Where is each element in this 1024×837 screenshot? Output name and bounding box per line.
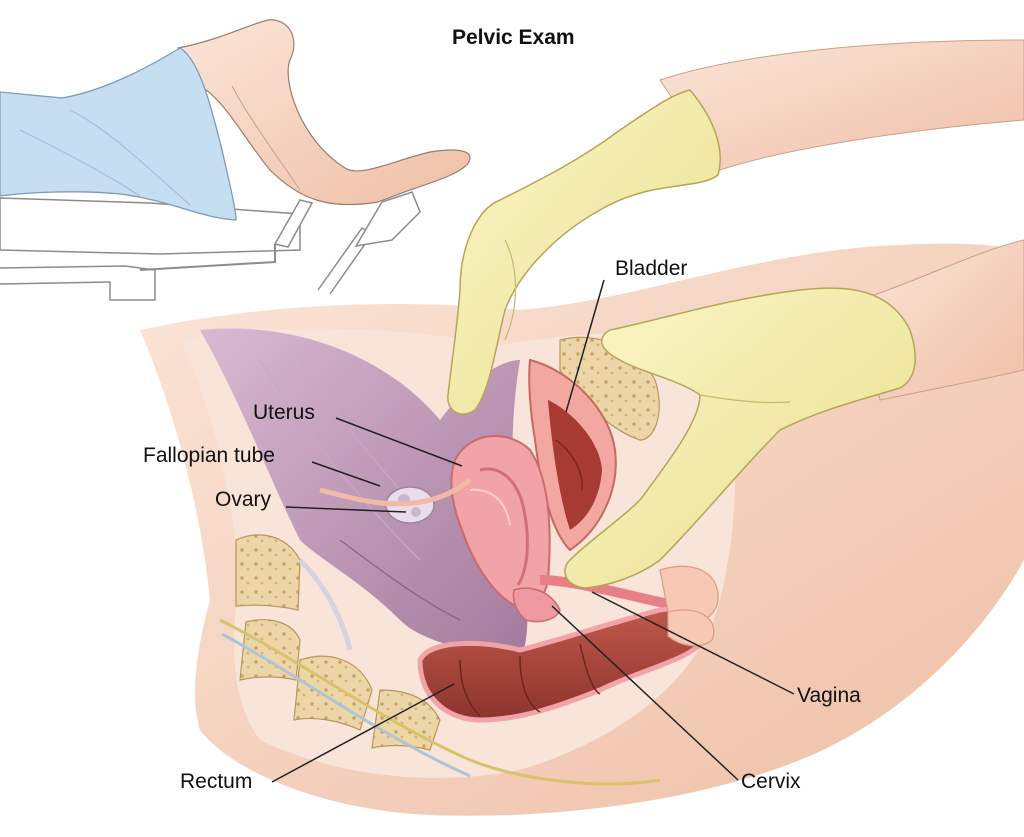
patient-legs	[177, 19, 471, 206]
spine-bones	[219, 534, 661, 786]
ovary-and-tube	[319, 478, 472, 524]
label-rectum: Rectum	[180, 770, 253, 793]
diagram-title: Pelvic Exam	[452, 26, 575, 49]
lower-glove	[564, 287, 916, 589]
leader-line-rectum	[271, 683, 455, 783]
leader-line-uterus	[335, 417, 463, 467]
upper-glove	[447, 89, 721, 415]
uterus-organ	[450, 435, 561, 623]
label-ovary: Ovary	[215, 488, 272, 511]
exam-table	[0, 197, 301, 255]
label-uterus: Uterus	[253, 401, 315, 424]
leader-lines	[271, 279, 795, 783]
leader-line-vagina	[591, 591, 795, 695]
abdominal-cavity	[200, 328, 528, 660]
leader-line-bladder	[565, 279, 605, 413]
label-cervix: Cervix	[741, 770, 801, 793]
leader-line-cervix	[551, 605, 739, 781]
gloved-hands	[447, 39, 1024, 589]
cervix-organ	[512, 587, 561, 623]
leader-line-fallopian-tube	[311, 461, 381, 487]
bladder-organ	[528, 358, 617, 552]
label-fallopian-tube: Fallopian tube	[143, 444, 275, 467]
upper-forearm	[659, 39, 1024, 171]
patient-gown	[0, 47, 237, 221]
patient-on-table	[0, 19, 471, 301]
label-vagina: Vagina	[797, 684, 861, 707]
leader-line-ovary	[285, 506, 407, 513]
label-bladder: Bladder	[615, 257, 688, 280]
